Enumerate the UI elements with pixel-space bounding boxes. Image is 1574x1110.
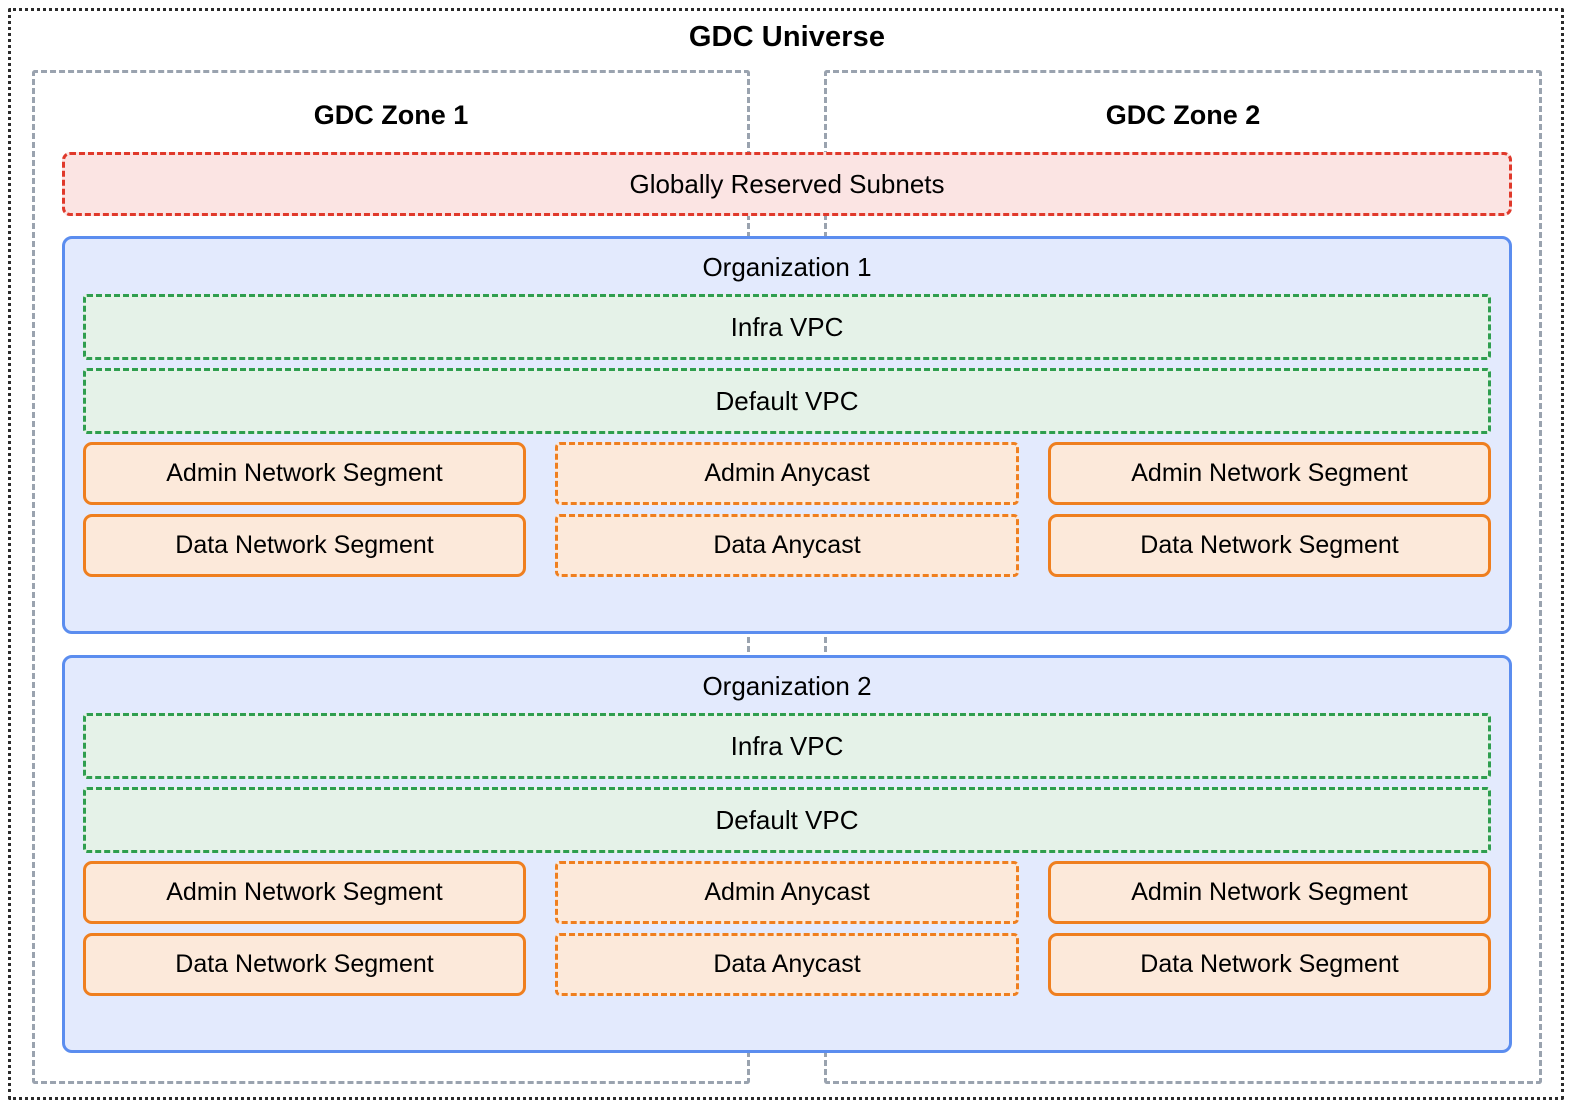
- organization-1-default-vpc-box: Default VPC: [83, 368, 1491, 434]
- organization-1-title: Organization 1: [702, 252, 872, 282]
- globally-reserved-subnets-box: Globally Reserved Subnets: [62, 152, 1512, 216]
- organization-1-zone-2-data-network-segment: Data Network Segment: [1048, 514, 1491, 577]
- organization-2-zone-1-data-network-segment: Data Network Segment: [83, 933, 526, 996]
- gdc-universe-frame: [8, 8, 1564, 1100]
- gdc-universe-title: GDC Universe: [688, 21, 886, 53]
- organization-2-default-vpc-label: Default VPC: [715, 805, 859, 835]
- organization-1-infra-vpc-box: Infra VPC: [83, 294, 1491, 360]
- organization-2-admin-anycast: Admin Anycast: [555, 861, 1019, 924]
- organization-1-box: Organization 1 Infra VPC Default VPC Adm…: [62, 236, 1512, 634]
- organization-1-default-vpc-label: Default VPC: [715, 386, 859, 416]
- organization-2-zone-1-admin-network-segment: Admin Network Segment: [83, 861, 526, 924]
- organization-2-infra-vpc-box: Infra VPC: [83, 713, 1491, 779]
- organization-2-box: Organization 2 Infra VPC Default VPC Adm…: [62, 655, 1512, 1053]
- organization-2-data-anycast: Data Anycast: [555, 933, 1019, 996]
- organization-2-default-vpc-box: Default VPC: [83, 787, 1491, 853]
- gdc-zone-1-title: GDC Zone 1: [313, 100, 469, 130]
- organization-1-zone-2-admin-network-segment: Admin Network Segment: [1048, 442, 1491, 505]
- gdc-zone-2-title: GDC Zone 2: [1105, 100, 1261, 130]
- organization-2-title: Organization 2: [702, 671, 872, 701]
- organization-2-infra-vpc-label: Infra VPC: [730, 731, 844, 761]
- organization-2-zone-2-data-network-segment: Data Network Segment: [1048, 933, 1491, 996]
- organization-1-admin-anycast: Admin Anycast: [555, 442, 1019, 505]
- organization-2-zone-2-admin-network-segment: Admin Network Segment: [1048, 861, 1491, 924]
- organization-1-segment-grid: Admin Network Segment Admin Anycast Admi…: [83, 442, 1491, 577]
- organization-2-body: Infra VPC Default VPC Admin Network Segm…: [65, 701, 1509, 1010]
- organization-2-segment-grid: Admin Network Segment Admin Anycast Admi…: [83, 861, 1491, 996]
- organization-1-zone-1-admin-network-segment: Admin Network Segment: [83, 442, 526, 505]
- globally-reserved-subnets-label: Globally Reserved Subnets: [629, 169, 945, 199]
- organization-1-data-anycast: Data Anycast: [555, 514, 1019, 577]
- organization-1-infra-vpc-label: Infra VPC: [730, 312, 844, 342]
- organization-1-body: Infra VPC Default VPC Admin Network Segm…: [65, 282, 1509, 591]
- organization-1-zone-1-data-network-segment: Data Network Segment: [83, 514, 526, 577]
